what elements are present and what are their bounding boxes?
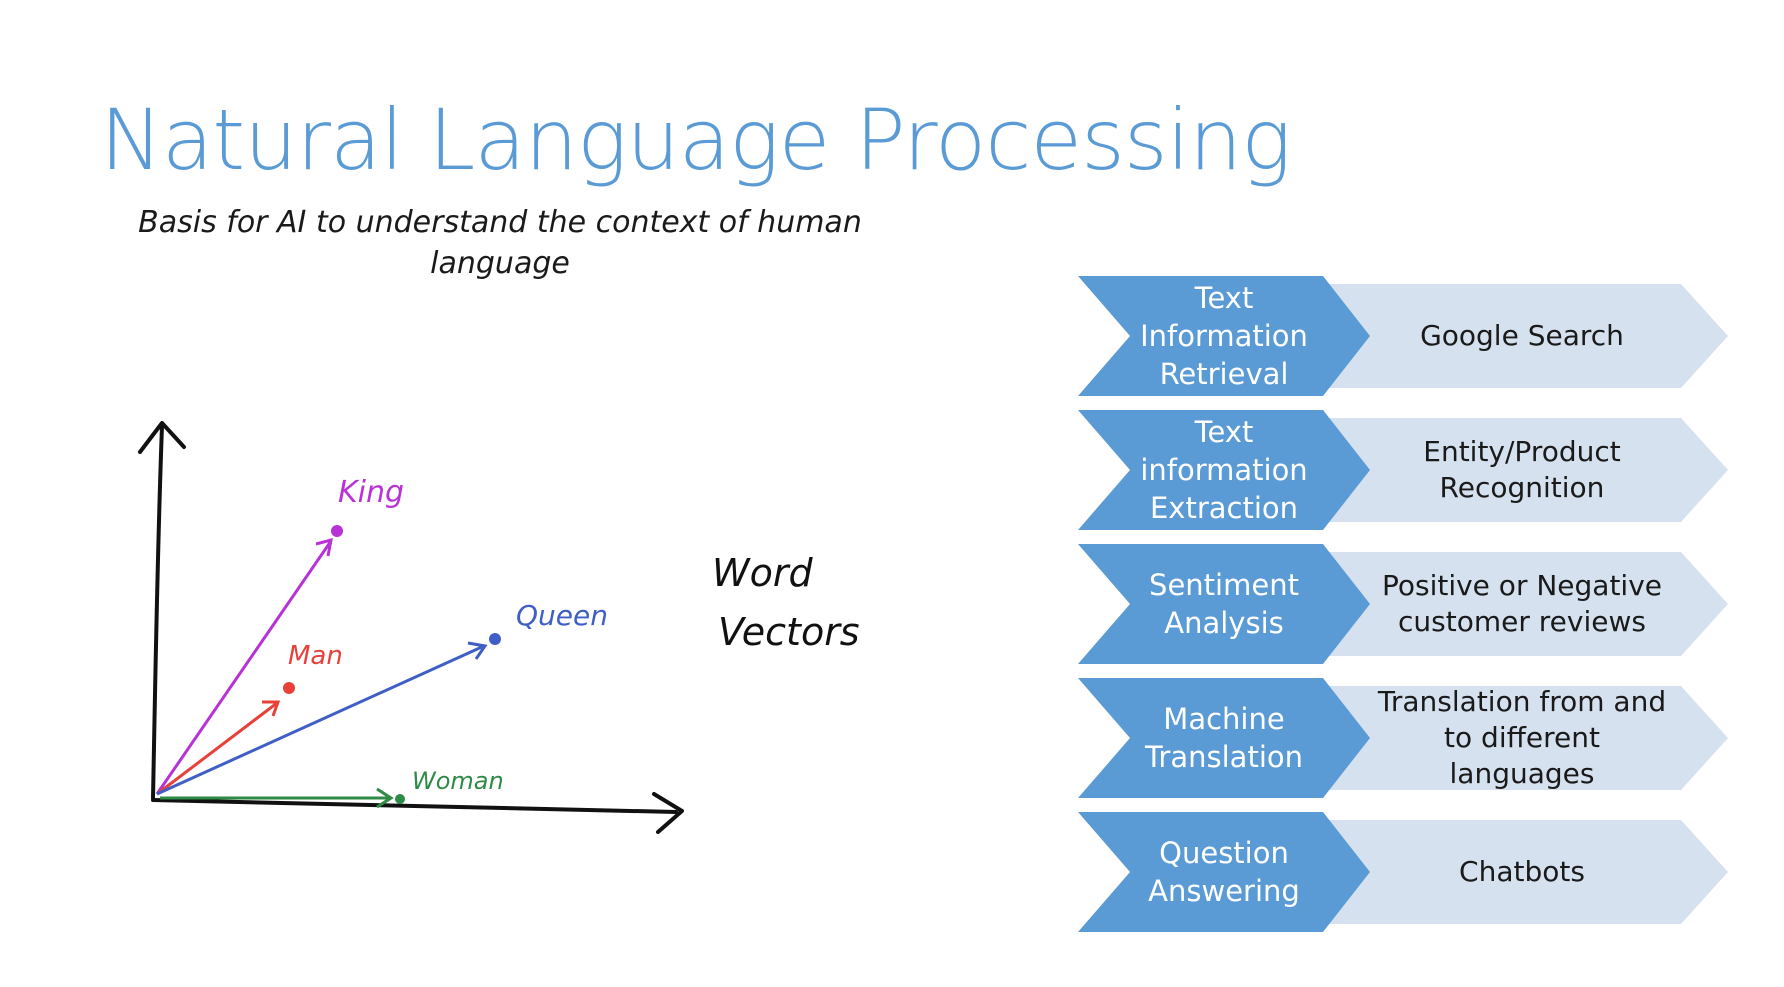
example-label: Positive or Negative customer reviews [1381,569,1663,638]
king-point [331,525,343,537]
king-vector [155,540,333,795]
flow-row: Text Information Retrieval Google Search [1078,276,1738,396]
man-arrowhead [262,700,281,717]
queen-point [489,633,501,645]
y-axis-arrowhead [138,421,186,454]
man-label: Man [288,641,343,671]
word-vectors-diagram: King Man Queen Woman Word Vectors [138,421,860,834]
woman-label: Woman [412,767,504,795]
man-point [283,682,295,694]
example-chevron: Chatbots [1328,820,1728,924]
nlp-applications-flow: Text Information Retrieval Google Search… [1078,276,1738,946]
task-chevron: Text information Extraction [1078,410,1370,530]
example-label: Translation from and to different langua… [1377,685,1667,790]
flow-row: Machine Translation Translation from and… [1078,678,1738,798]
king-arrowhead [315,537,333,557]
queen-vector [156,644,485,796]
task-label: Question Answering [1148,836,1300,908]
word-vectors-label-line1: Word [712,551,813,595]
slide-title: Natural Language Processing [100,91,1292,189]
task-label: Text information Extraction [1140,415,1308,525]
example-label: Google Search [1420,319,1624,352]
example-chevron: Google Search [1328,284,1728,388]
task-chevron: Sentiment Analysis [1078,544,1370,664]
slide-subtitle: Basis for AI to understand the context o… [138,205,862,281]
woman-arrowhead [376,787,394,809]
king-label: King [338,475,404,510]
y-axis [151,424,164,800]
example-chevron: Entity/Product Recognition [1328,418,1728,522]
woman-point [395,794,405,804]
x-axis [151,798,678,814]
flow-row: Text information Extraction Entity/Produ… [1078,410,1738,530]
task-chevron: Text Information Retrieval [1078,276,1370,396]
x-axis-arrowhead [652,792,684,834]
example-chevron: Positive or Negative customer reviews [1328,552,1728,656]
queen-label: Queen [516,599,608,632]
queen-arrowhead [467,641,488,660]
task-label: Machine Translation [1144,702,1303,774]
task-label: Text Information Retrieval [1140,281,1308,391]
task-label: Sentiment Analysis [1149,568,1299,640]
example-label: Chatbots [1459,855,1585,888]
flow-row: Question Answering Chatbots [1078,812,1738,932]
task-chevron: Machine Translation [1078,678,1370,798]
task-chevron: Question Answering [1078,812,1370,932]
example-chevron: Translation from and to different langua… [1328,686,1728,790]
flow-row: Sentiment Analysis Positive or Negative … [1078,544,1738,664]
word-vectors-label-line2: Vectors [718,610,860,654]
man-vector [156,701,278,796]
example-label: Entity/Product Recognition [1423,435,1621,504]
